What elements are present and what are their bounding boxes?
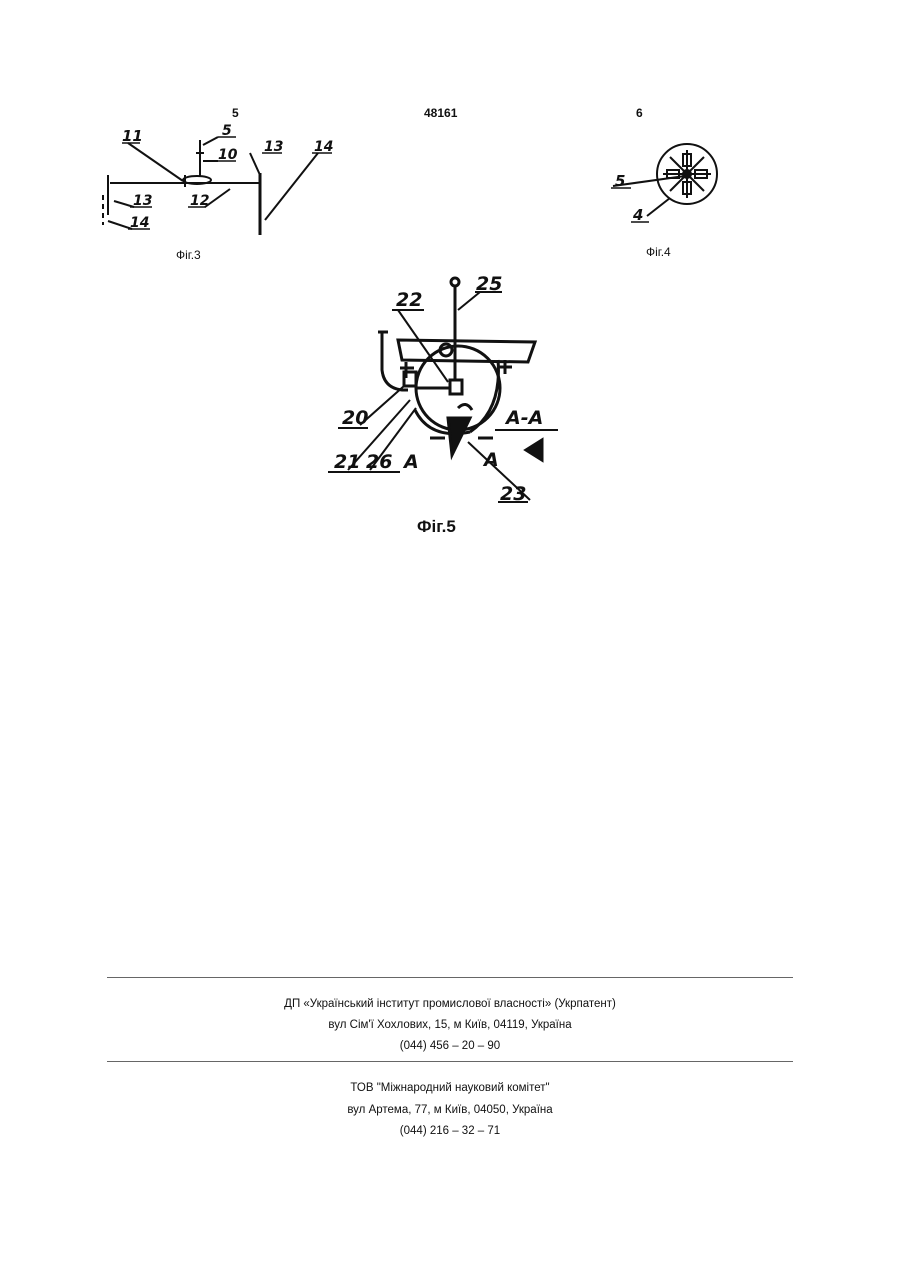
left-page-number: 5 xyxy=(232,106,239,120)
org2-phone: (044) 216 – 32 – 71 xyxy=(0,1125,900,1137)
org1-phone: (044) 456 – 20 – 90 xyxy=(0,1040,900,1052)
fig5-label-22: 22 xyxy=(396,289,422,311)
figure-5-drawing: 22 25 20 21 26 A A A-A 23 xyxy=(320,270,590,510)
fig5-label-a-left: A xyxy=(402,451,419,473)
fig5-label-26: 26 xyxy=(366,451,392,473)
fig5-caption: Фіг.5 xyxy=(417,517,456,537)
right-page-number: 6 xyxy=(636,106,643,120)
fig3-label-10: 10 xyxy=(218,147,238,163)
org1-name: ДП «Український інститут промислової вла… xyxy=(0,998,900,1010)
patent-number: 48161 xyxy=(424,106,457,120)
fig5-label-23: 23 xyxy=(500,483,526,505)
fig4-caption: Фіг.4 xyxy=(646,245,671,259)
fig5-label-section-a-a: A-A xyxy=(504,407,543,429)
fig3-label-14-right: 14 xyxy=(314,139,333,155)
fig4-label-4: 4 xyxy=(632,206,643,224)
fig3-label-12: 12 xyxy=(190,193,209,209)
fig5-label-21: 21 xyxy=(334,451,360,473)
fig3-label-11: 11 xyxy=(122,127,143,145)
org1-address: вул Сім'ї Хохлових, 15, м Київ, 04119, У… xyxy=(0,1019,900,1031)
org2-name: ТОВ "Міжнародний науковий комітет" xyxy=(0,1082,900,1094)
fig3-label-14-left: 14 xyxy=(130,215,149,231)
footer-divider-top xyxy=(107,977,793,978)
fig3-label-13-left: 13 xyxy=(133,193,152,209)
fig3-caption: Фіг.3 xyxy=(176,248,201,262)
fig5-label-20: 20 xyxy=(342,407,368,429)
fig5-label-a-right: A xyxy=(482,449,499,471)
footer-divider-middle xyxy=(107,1061,793,1062)
fig3-label-5: 5 xyxy=(222,123,232,139)
figure-3-drawing: 11 5 10 13 14 12 13 14 xyxy=(100,125,340,240)
figure-4-drawing: 5 4 xyxy=(605,140,725,240)
org2-address: вул Артема, 77, м Київ, 04050, Україна xyxy=(0,1104,900,1116)
fig5-label-25: 25 xyxy=(476,273,502,295)
fig4-label-5: 5 xyxy=(615,172,625,190)
fig3-label-13-right: 13 xyxy=(264,139,283,155)
